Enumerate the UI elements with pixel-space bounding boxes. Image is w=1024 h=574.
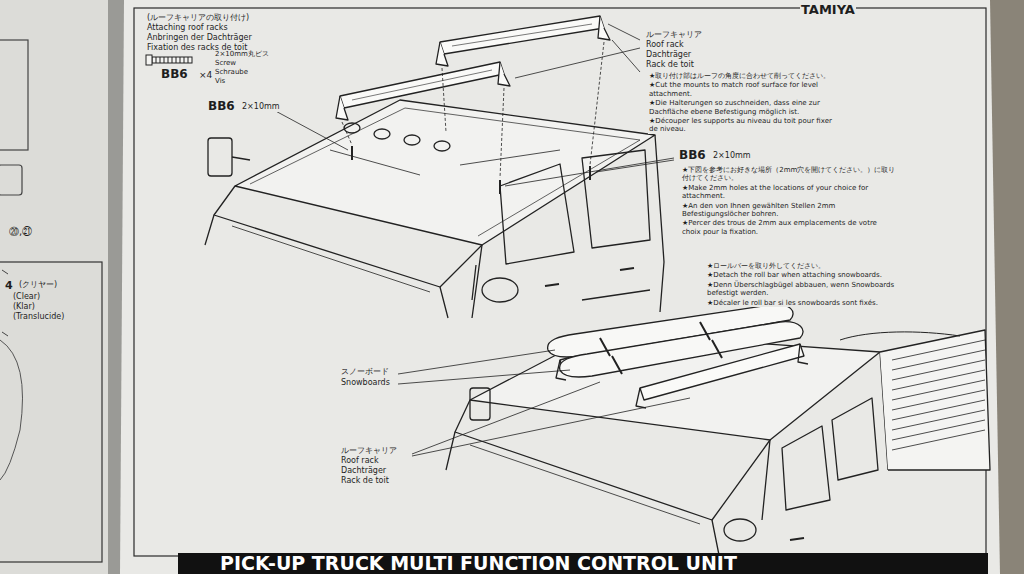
instruction-text: ★Découper les supports au niveau du toit… bbox=[648, 117, 835, 134]
instruction-text: Rack de toit bbox=[340, 476, 390, 486]
instruction-text: スノーボード bbox=[340, 367, 390, 377]
instruction-text: ★Detach the roll bar when attaching snow… bbox=[706, 271, 923, 279]
instruction-text: (クリヤー) bbox=[18, 280, 58, 290]
part-code: ⑳,㉑ bbox=[8, 226, 33, 238]
instruction-text: Vis bbox=[214, 77, 226, 85]
instruction-text: 2×10mm丸ビス bbox=[214, 50, 270, 58]
instruction-text: Dachträger bbox=[645, 50, 692, 60]
part-code: BB6 bbox=[678, 148, 707, 162]
instruction-text: Attaching roof racks bbox=[146, 23, 229, 33]
instruction-text: (ルーフキャリアの取り付け) bbox=[146, 13, 250, 23]
title-band: PICK-UP TRUCK MULTI FUNCTION CONTROL UNI… bbox=[178, 553, 988, 574]
instruction-text: ★Make 2mm holes at the locations of your… bbox=[681, 184, 898, 201]
instruction-text: ★下図を参考にお好きな場所（2mm穴を開けてください。）に取り付けてください。 bbox=[681, 166, 898, 183]
instruction-text: 2×10mm bbox=[241, 102, 281, 112]
instruction-text: Roof rack bbox=[645, 40, 685, 50]
instruction-text: ×4 bbox=[198, 70, 213, 81]
instruction-text: Roof rack bbox=[340, 456, 380, 466]
band-title: PICK-UP TRUCK MULTI FUNCTION CONTROL UNI… bbox=[220, 553, 988, 574]
part-code: 4 bbox=[4, 279, 14, 292]
instruction-text: (Klar) bbox=[12, 302, 36, 312]
instruction-text: Snowboards bbox=[340, 378, 391, 388]
instruction-text: ★Die Halterungen so zuschneiden, dass ei… bbox=[648, 99, 835, 116]
part-code: BB6 bbox=[160, 67, 189, 81]
instruction-text: (Clear) bbox=[12, 292, 41, 302]
instruction-text: ★Décaler le roll bar si les snowboards s… bbox=[706, 299, 923, 307]
instruction-text: Dachträger bbox=[340, 466, 387, 476]
instruction-text: ★Percer des trous de 2mm aux emplacement… bbox=[681, 219, 898, 236]
instruction-text: (Translucide) bbox=[12, 312, 65, 322]
instruction-text: ★ロールバーを取り外してください。 bbox=[706, 262, 923, 270]
instruction-text: Schraube bbox=[214, 68, 249, 76]
instruction-text: ★Denn Überschlagbügel abbauen, wenn Snow… bbox=[706, 281, 923, 298]
instruction-text: ルーフキャリア bbox=[340, 446, 398, 456]
instruction-text: TAMIYA bbox=[800, 2, 856, 18]
instruction-text: ★An den von Ihnen gewählten Stellen 2mm … bbox=[681, 202, 898, 219]
instruction-text: ルーフキャリア bbox=[645, 30, 703, 40]
instruction-text: Anbringen der Dachträger bbox=[146, 33, 253, 43]
instruction-text: Rack de toit bbox=[645, 60, 695, 70]
instruction-text: Screw bbox=[214, 59, 237, 67]
part-code: BB6 bbox=[207, 99, 236, 113]
instruction-text: ★取り付け部はルーフの角度に合わせて削ってください。 bbox=[648, 72, 835, 80]
instruction-text: 2×10mm bbox=[712, 151, 752, 161]
instruction-text: ★Cut the mounts to match roof surface fo… bbox=[648, 81, 835, 98]
